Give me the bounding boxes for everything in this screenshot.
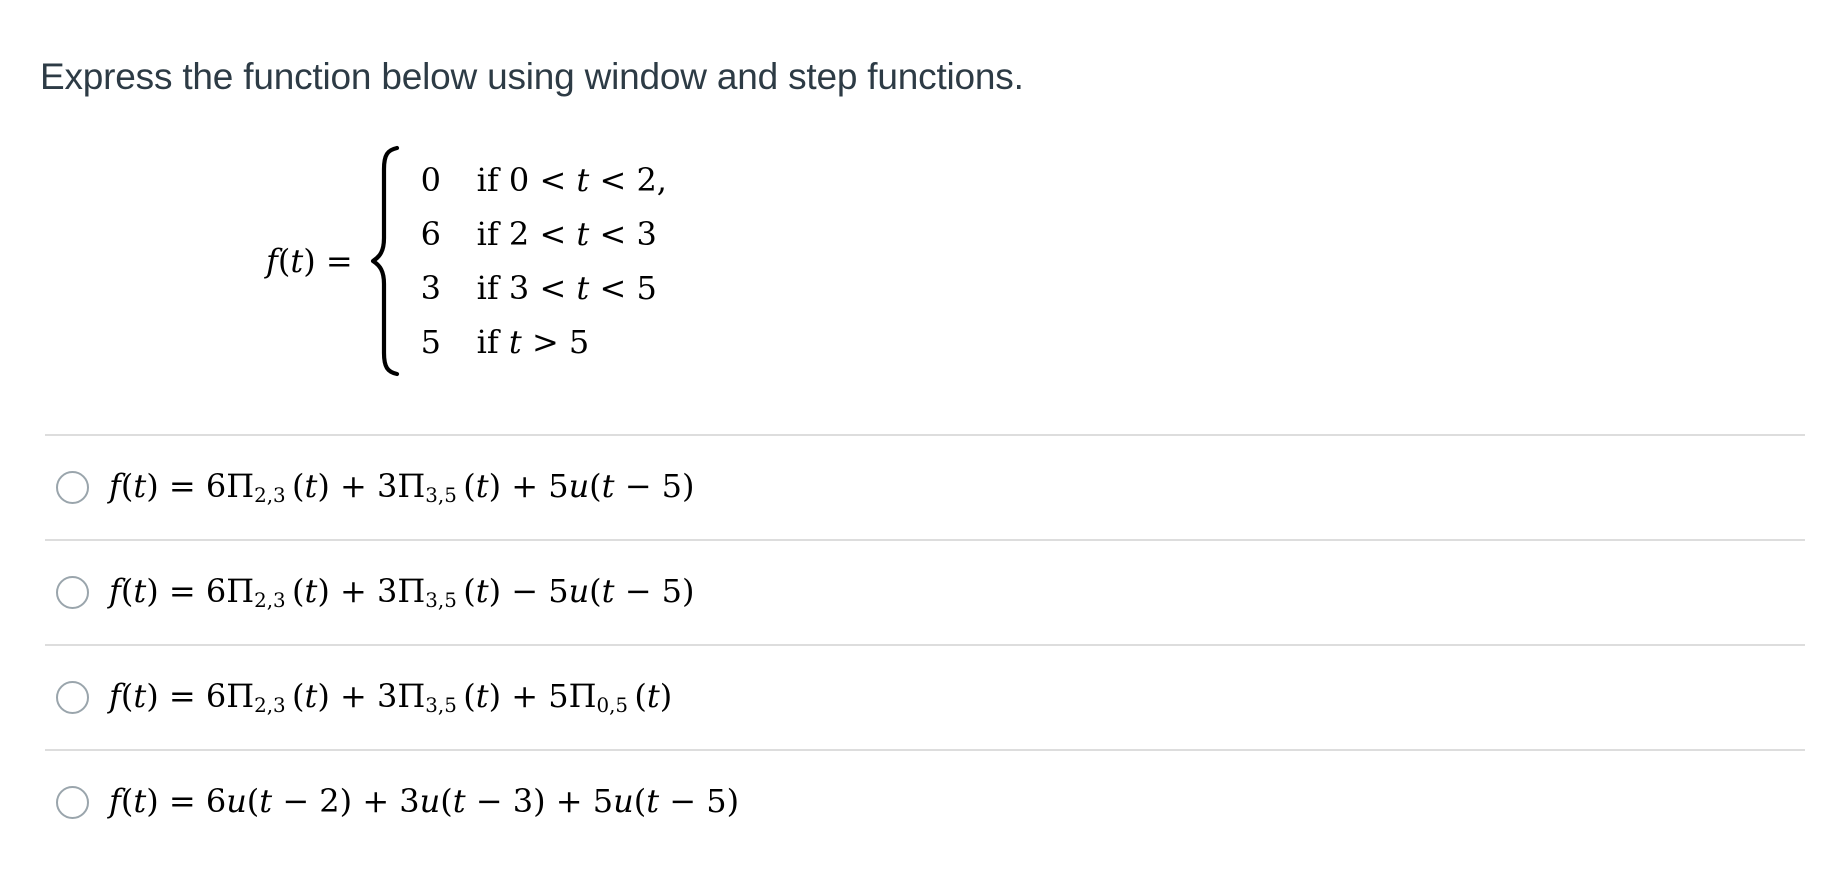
- piecewise-value: 0: [420, 161, 442, 199]
- function-lhs: f(t) =: [266, 242, 353, 280]
- piecewise-condition: if 0 < t < 2,: [476, 161, 667, 199]
- option-formula: f(t) = 6Π2,3 (t) + 3Π3,5 (t) + 5Π0,5 (t): [109, 676, 673, 717]
- radio-button-icon[interactable]: [56, 471, 89, 504]
- answer-option-b[interactable]: f(t) = 6Π2,3 (t) + 3Π3,5 (t) − 5u(t − 5): [45, 539, 1805, 644]
- radio-button-icon[interactable]: [56, 576, 89, 609]
- option-formula: f(t) = 6Π2,3 (t) + 3Π3,5 (t) + 5u(t − 5): [109, 466, 695, 507]
- piecewise-row: 0 if 0 < t < 2,: [421, 153, 667, 207]
- piecewise-condition: if 2 < t < 3: [476, 215, 657, 253]
- option-formula: f(t) = 6u(t − 2) + 3u(t − 3) + 5u(t − 5): [109, 781, 740, 820]
- piecewise-rows: 0 if 0 < t < 2, 6 if 2 < t < 3 3 if 3 < …: [421, 153, 667, 369]
- radio-button-icon[interactable]: [56, 786, 89, 819]
- piecewise-condition: if t > 5: [476, 323, 590, 361]
- piecewise-condition: if 3 < t < 5: [476, 269, 657, 307]
- answer-options: f(t) = 6Π2,3 (t) + 3Π3,5 (t) + 5u(t − 5)…: [45, 434, 1805, 854]
- piecewise-value: 6: [420, 215, 442, 253]
- answer-option-a[interactable]: f(t) = 6Π2,3 (t) + 3Π3,5 (t) + 5u(t − 5): [45, 434, 1805, 539]
- left-brace: [370, 145, 399, 377]
- piecewise-row: 6 if 2 < t < 3: [421, 207, 667, 261]
- piecewise-function: f(t) = 0 if 0 < t < 2, 6 if 2 < t < 3 3 …: [266, 145, 667, 377]
- answer-option-d[interactable]: f(t) = 6u(t − 2) + 3u(t − 3) + 5u(t − 5): [45, 749, 1805, 854]
- piecewise-row: 3 if 3 < t < 5: [421, 261, 667, 315]
- piecewise-value: 3: [420, 269, 442, 307]
- question-prompt: Express the function below using window …: [40, 56, 1024, 97]
- piecewise-value: 5: [420, 323, 442, 361]
- piecewise-row: 5 if t > 5: [421, 315, 667, 369]
- option-formula: f(t) = 6Π2,3 (t) + 3Π3,5 (t) − 5u(t − 5): [109, 571, 695, 612]
- answer-option-c[interactable]: f(t) = 6Π2,3 (t) + 3Π3,5 (t) + 5Π0,5 (t): [45, 644, 1805, 749]
- radio-button-icon[interactable]: [56, 681, 89, 714]
